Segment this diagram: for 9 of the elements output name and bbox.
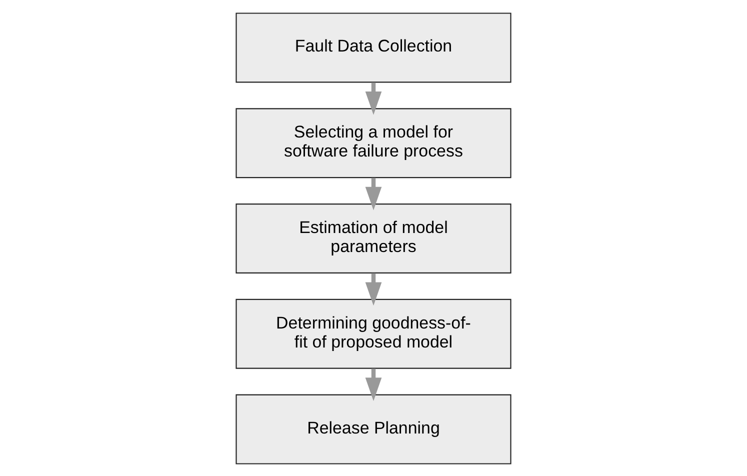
arrow xyxy=(365,82,382,114)
node-box: Selecting a model for software failure process xyxy=(236,108,512,178)
arrow xyxy=(365,272,382,306)
node-box: Determining goodness-of-fit of proposed model xyxy=(236,298,512,368)
node-box: Fault Data Collection xyxy=(236,12,512,82)
arrow xyxy=(365,177,382,210)
node-box: Release Planning xyxy=(236,394,512,464)
node-box: Estimation of model parameters xyxy=(236,203,512,273)
arrow xyxy=(365,368,382,401)
